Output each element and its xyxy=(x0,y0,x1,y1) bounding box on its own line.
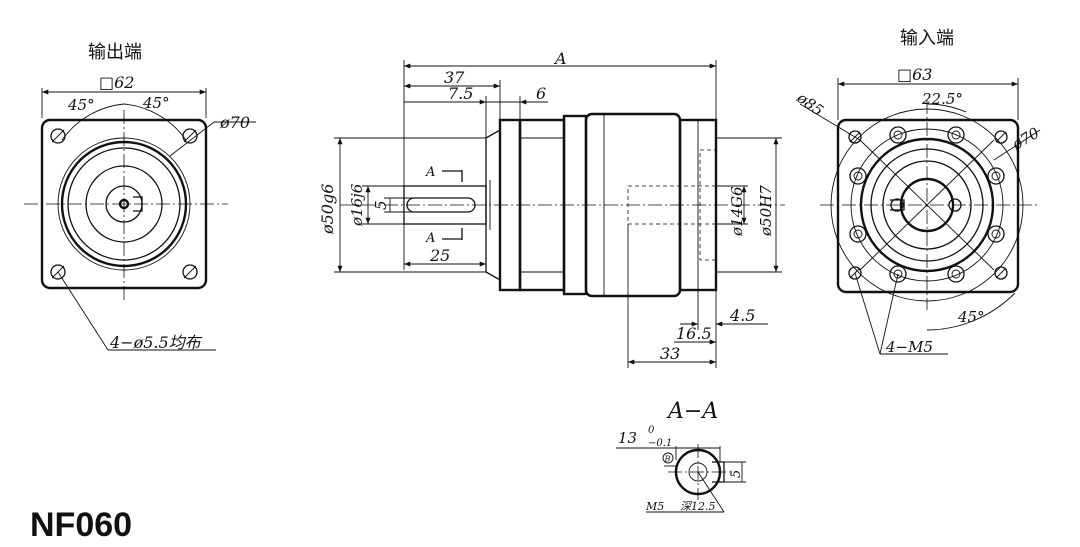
section-a-a-view: A−A 13 0 −0.1 B 5 M5 深12.5 xyxy=(616,399,746,513)
section-mark-bottom: A xyxy=(425,231,435,246)
output-holes-note: 4−ø5.5均布 xyxy=(109,333,203,352)
output-square-dim: □62 xyxy=(99,73,134,92)
input-mounting-holes xyxy=(848,126,1008,283)
input-pcd-inner-dim: ø70 xyxy=(1008,124,1043,154)
input-end-view: 输入端 □63 xyxy=(793,28,1043,356)
output-angle-left: 45° xyxy=(67,96,95,114)
output-end-view: 输出端 □62 45° 45° ø7 xyxy=(24,42,256,352)
dim-33: 33 xyxy=(660,344,680,363)
section-depth: 深12.5 xyxy=(680,500,716,513)
section-mark-top: A xyxy=(425,165,435,180)
input-angle-bottom: 45° xyxy=(957,308,985,326)
dim-5: 5 xyxy=(372,200,390,210)
dim-6: 6 xyxy=(536,84,546,103)
output-view-title: 输出端 xyxy=(88,42,142,63)
section-datum: B xyxy=(664,455,671,464)
output-angle-right: 45° xyxy=(142,94,170,112)
dim-16-5: 16.5 xyxy=(676,324,712,343)
input-pcd-outer-dim: ø85 xyxy=(793,88,827,120)
shaft-keyway xyxy=(406,197,476,213)
dim-7-5: 7.5 xyxy=(448,84,473,103)
dim-16j6: ø16j6 xyxy=(348,183,366,227)
section-tol-lower: −0.1 xyxy=(648,438,672,449)
section-key-width: 5 xyxy=(729,470,744,478)
dim-50g6: ø50g6 xyxy=(318,184,337,235)
input-view-title: 输入端 xyxy=(900,28,954,49)
dim-14g6: ø14G6 xyxy=(728,186,746,237)
input-angle-top: 22.5° xyxy=(921,90,963,108)
section-thread: M5 xyxy=(645,500,664,513)
section-title: A−A xyxy=(666,399,718,424)
model-label: NF060 xyxy=(30,506,132,544)
input-square-dim: □63 xyxy=(897,65,932,84)
side-view: A A A 37 7.5 6 ø50g6 ø16j6 5 25 xyxy=(318,49,785,368)
dim-overall-a: A xyxy=(553,49,567,68)
dim-37: 37 xyxy=(444,68,465,87)
output-mounting-holes xyxy=(50,128,198,280)
output-pcd-dim: ø70 xyxy=(219,113,250,132)
input-thread-note: 4−M5 xyxy=(885,338,933,356)
dim-4-5: 4.5 xyxy=(729,306,755,325)
input-flange xyxy=(836,118,1020,294)
dim-50h7: ø50H7 xyxy=(757,185,775,237)
dim-25: 25 xyxy=(429,246,450,265)
section-tol-upper: 0 xyxy=(648,425,655,436)
section-dim-13: 13 xyxy=(618,429,637,447)
